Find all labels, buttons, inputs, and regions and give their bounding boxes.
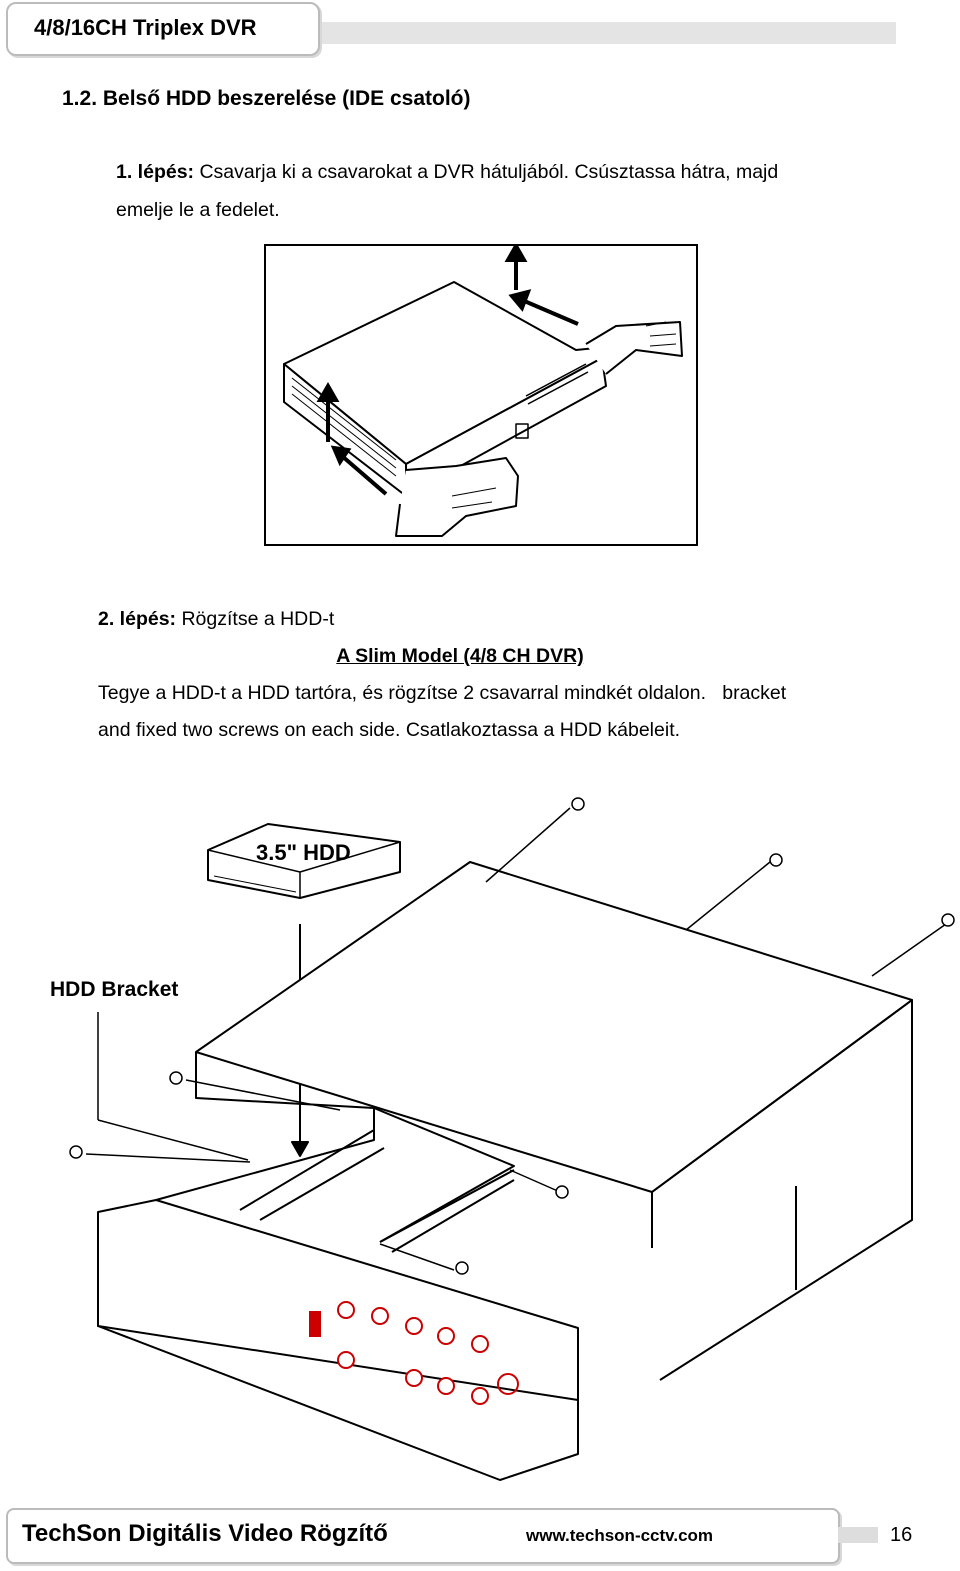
step1-text: Csavarja ki a csavarokat a DVR hátuljábó… (194, 161, 779, 183)
dvr-front-panel (97, 1199, 579, 1401)
step2-line1: Tegye a HDD-t a HDD tartóra, és rögzítse… (98, 682, 787, 704)
header-bar (322, 22, 896, 44)
step2-line2: and fixed two screws on each side. Csatl… (98, 719, 681, 741)
figure-remove-cover (264, 241, 698, 546)
dvr-cover-illustration (283, 241, 683, 537)
step2-label: 2. lépés: (98, 608, 177, 630)
step1-line2: emelje le a fedelet. (116, 199, 280, 221)
footer-title: TechSon Digitális Video Rögzítő (22, 1520, 388, 1547)
page-number: 16 (890, 1524, 913, 1546)
hdd-drive (207, 823, 401, 899)
footer-url[interactable]: www.techson-cctv.com (526, 1526, 714, 1545)
footer-bar (838, 1527, 878, 1543)
footer-box (6, 1508, 840, 1564)
step2-subtitle: A Slim Model (4/8 CH DVR) (336, 645, 584, 667)
bracket-label: HDD Bracket (50, 978, 178, 1001)
step1-label: 1. lépés: (116, 161, 195, 183)
hdd-label: 3.5" HDD (256, 840, 351, 865)
step1-line1: 1. lépés: Csavarja ki a csavarokat a DVR… (116, 153, 778, 191)
figure-hdd-install: 3.5" HDD HDD Bracket (50, 797, 955, 1481)
step2-heading: 2. lépés: Rögzítse a HDD-t (98, 600, 334, 638)
section-title: 1.2. Belső HDD beszerelése (IDE csatoló) (62, 87, 471, 110)
step2-text: Rögzítse a HDD-t (176, 608, 335, 630)
header-tab (6, 2, 320, 56)
document-title: 4/8/16CH Triplex DVR (34, 15, 257, 40)
